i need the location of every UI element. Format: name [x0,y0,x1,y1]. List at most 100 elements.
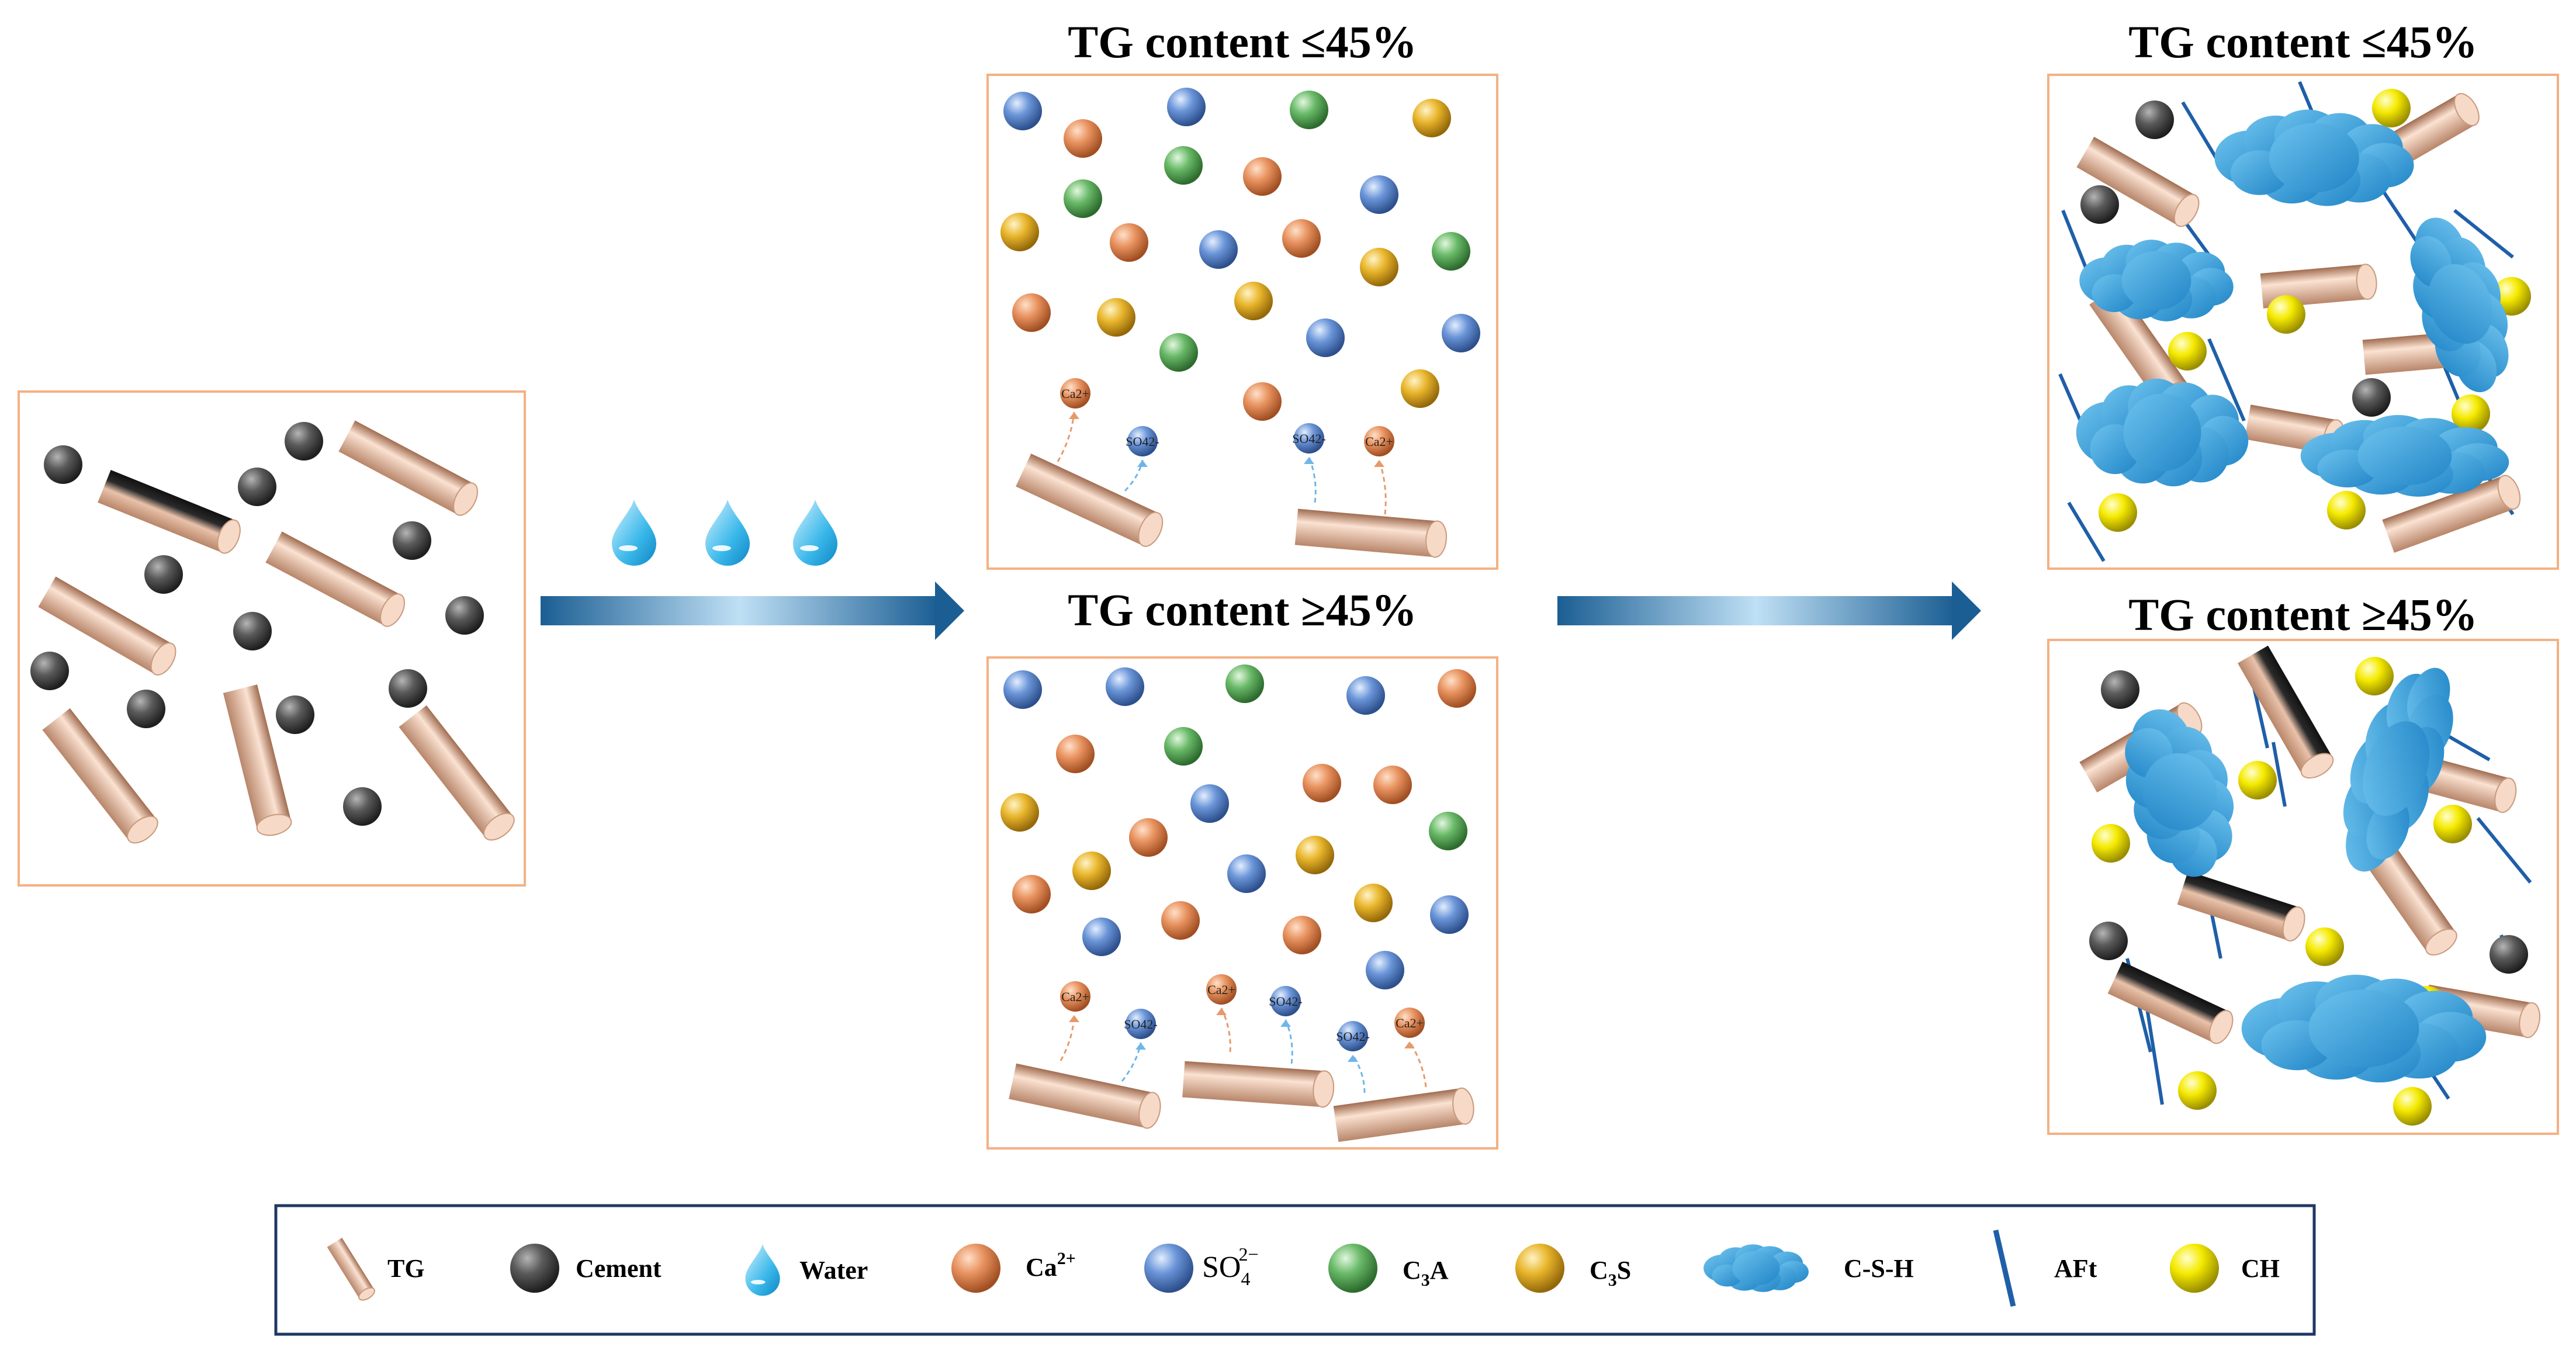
ca-sphere [1243,382,1282,421]
aft-needle [2058,373,2082,422]
csh-cloud [2300,415,2509,497]
cement-sphere [285,422,323,461]
legend-label-water: Water [799,1256,868,1285]
so4-sphere [1127,426,1158,456]
ion-release-arrow [1348,1054,1366,1093]
ch-sphere [2170,1244,2219,1293]
water-drop-icon [793,500,837,566]
cement-sphere [127,690,165,728]
tg-rod [399,705,515,841]
legend-c3a-c: C [1403,1256,1421,1285]
ca-sphere [1282,219,1321,258]
middle-bottom-title: TG content ≥45% [1068,584,1417,635]
c3s-sphere [1360,248,1398,286]
so4-sphere [1338,1021,1368,1051]
so4-ion: SO42- [1292,423,1326,454]
so4-sphere [1167,88,1206,126]
c3a-sphere [1225,664,1264,703]
legend-label-cement: Cement [576,1254,662,1283]
c3a-sphere [1159,333,1198,372]
so4-sphere [1082,918,1121,956]
cement-sphere [343,787,382,826]
ca-sphere [1060,981,1090,1012]
so4-sphere [1106,667,1144,706]
ch-sphere [2433,805,2472,843]
ca-sphere [1438,669,1476,708]
so4-ion: SO42- [1124,1009,1158,1039]
so4-sphere [1144,1244,1193,1293]
csh-cloud [2214,109,2414,206]
aft-needle [2207,338,2246,422]
legend-label-ch: CH [2241,1254,2280,1283]
c3a-sphere [1290,91,1328,129]
aft-needle [2447,735,2491,761]
ca-ion: Ca2+ [1060,378,1090,409]
ca-sphere [1056,735,1095,773]
middle-top-title: TG content ≤45% [1068,16,1417,67]
so4-sphere [1199,230,1238,269]
ion-release-arrow [1280,1019,1293,1064]
legend-so4-base: SO [1202,1251,1241,1284]
legend-label-c3s: C3S [1590,1256,1631,1290]
so4-sphere [1003,670,1042,709]
c3a-sphere [1432,232,1470,271]
so4-sphere [1294,423,1324,454]
csh-cloud [2241,974,2487,1083]
ch-sphere [2393,1087,2432,1126]
cement-sphere [393,521,431,560]
ion-release-arrow [1304,456,1317,503]
legend-so4-icon [1144,1244,1193,1293]
tg-rod [2076,137,2200,227]
legend-c3a-sub: 3 [1421,1271,1430,1290]
c3a-sphere [1164,727,1203,766]
ca-sphere [1129,818,1168,857]
tg-rod [2107,961,2234,1044]
tg-rod [2238,645,2334,779]
cement-sphere [445,596,484,635]
cement-sphere [2135,101,2174,139]
ch-sphere [2092,824,2130,863]
so4-sphere [1190,784,1229,823]
right-bottom-title: TG content ≥45% [2128,589,2477,640]
so4-ion: SO42- [1126,426,1159,456]
legend-cement-icon [510,1244,559,1293]
legend-tg-icon [327,1237,375,1301]
ch-sphere [2267,295,2305,334]
so4-ion: SO42- [1336,1021,1370,1051]
c3s-sphere [1296,836,1334,874]
tg-rod [223,684,292,836]
ca-ion-label: Ca2+ [1396,1016,1424,1030]
c3a-sphere [1064,179,1102,218]
water-drop-icon [612,500,656,566]
cement-sphere [2352,378,2391,417]
ion-release-arrow [1374,459,1387,515]
tg-rod [1016,454,1164,547]
so4-sphere [1126,1009,1156,1039]
cement-sphere [510,1244,559,1293]
ca-sphere [1064,119,1102,158]
cement-sphere [389,669,427,708]
so4-sphere [1270,986,1301,1016]
ion-release-arrow [1060,1015,1079,1061]
csh-cloud [2125,709,2234,877]
tg-rod [1009,1063,1161,1129]
cement-sphere [2490,935,2528,974]
so4-ion-label: SO42- [1124,1017,1157,1031]
cement-sphere [30,652,69,690]
legend-c3s-c: C [1590,1256,1608,1285]
tg-rod [2360,836,2457,956]
legend-box [274,1204,2316,1336]
ca-sphere [1060,378,1090,409]
aft-needle [2067,501,2106,562]
aft-needle [2476,817,2532,884]
ca-sphere [1394,1008,1425,1038]
c3s-sphere [1412,99,1451,137]
legend-label-c3a: C3A [1403,1256,1449,1290]
legend-label-so4: SO42− [1202,1244,1259,1289]
legend-c3s-s: S [1617,1256,1631,1285]
legend-aft-icon [1993,1229,2016,1307]
ion-release-arrow [1057,411,1079,462]
so4-sphere [1306,319,1345,357]
tg-rod [2382,475,2521,553]
